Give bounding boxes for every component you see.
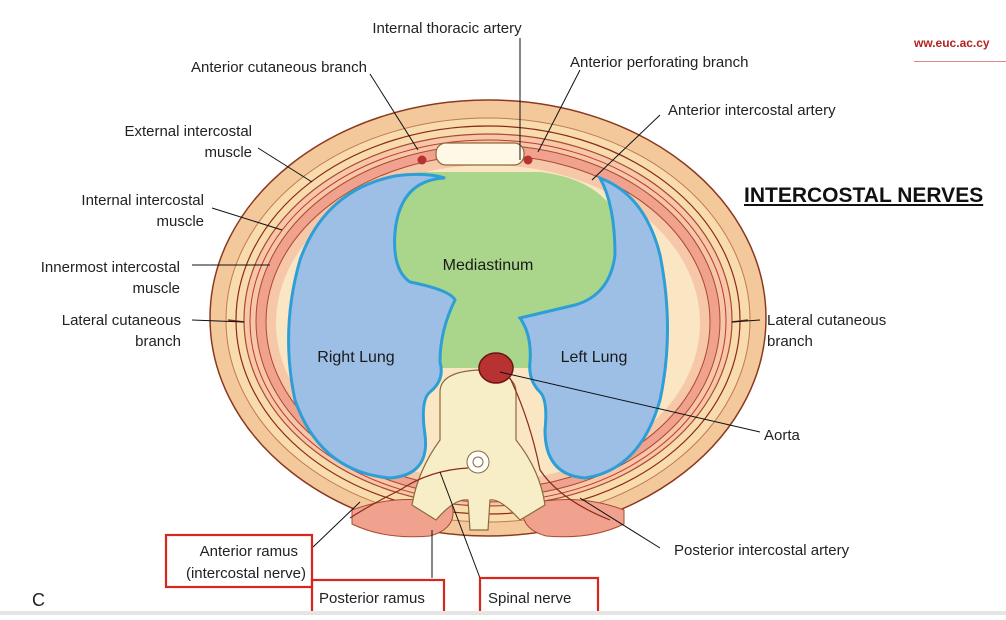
anterior-perforating-branch-label: Anterior perforating branch xyxy=(570,54,748,71)
lateral-cutaneous-right-label-line1: Lateral cutaneous xyxy=(767,312,886,329)
posterior-intercostal-artery-label: Posterior intercostal artery xyxy=(674,542,850,559)
anterior-cutaneous-branch-label: Anterior cutaneous branch xyxy=(191,59,367,76)
anterior-ramus-label-line1: Anterior ramus xyxy=(200,543,298,560)
left-lung-shape xyxy=(517,175,669,480)
header-divider xyxy=(914,61,1006,62)
website-url: ww.euc.ac.cy xyxy=(914,36,990,50)
anterior-ramus-label-line2: (intercostal nerve) xyxy=(186,565,306,582)
aorta-vessel xyxy=(478,352,514,384)
internal-intercostal-label-line2: muscle xyxy=(156,213,204,230)
figure-letter: C xyxy=(32,590,45,610)
spinal-nerve-path xyxy=(349,467,469,519)
left-lung-label: Left Lung xyxy=(561,349,628,366)
mediastinum-label: Mediastinum xyxy=(443,257,534,274)
bottom-border xyxy=(0,611,1006,615)
slide-title: INTERCOSTAL NERVES xyxy=(744,184,984,207)
left-erector-spinae xyxy=(522,499,625,538)
left-internal-thoracic-artery xyxy=(523,155,533,165)
external-intercostal-label-line2: muscle xyxy=(204,144,252,161)
innermost-intercostal-label-line1: Innermost intercostal xyxy=(41,259,180,276)
innermost-intercostal-label-line2: muscle xyxy=(132,280,180,297)
spinal-cord-inner xyxy=(472,456,484,468)
spinal-nerve-label: Spinal nerve xyxy=(488,590,571,607)
spinal-cord xyxy=(466,450,490,474)
sternum xyxy=(435,142,525,166)
posterior-intercostal-artery-path xyxy=(509,377,611,521)
right-internal-thoracic-artery xyxy=(417,155,427,165)
anterior-intercostal-artery-label: Anterior intercostal artery xyxy=(668,102,836,119)
internal-intercostal-label-line1: Internal intercostal xyxy=(81,192,204,209)
posterior-ramus-label: Posterior ramus xyxy=(319,590,425,607)
anterior-ramus-highlight-box xyxy=(164,533,314,589)
vertebra xyxy=(411,369,546,531)
internal-thoracic-artery-label: Internal thoracic artery xyxy=(372,20,522,37)
external-intercostal-label-line1: External intercostal xyxy=(124,123,252,140)
lateral-cutaneous-left-label-line2: branch xyxy=(135,333,181,350)
aorta-label: Aorta xyxy=(764,427,801,444)
right-lung-label: Right Lung xyxy=(317,349,394,366)
lateral-cutaneous-right-label-line2: branch xyxy=(767,333,813,350)
leader-lines xyxy=(191,38,761,579)
right-lung-shape xyxy=(287,172,457,480)
lateral-cutaneous-left-label-line1: Lateral cutaneous xyxy=(62,312,181,329)
